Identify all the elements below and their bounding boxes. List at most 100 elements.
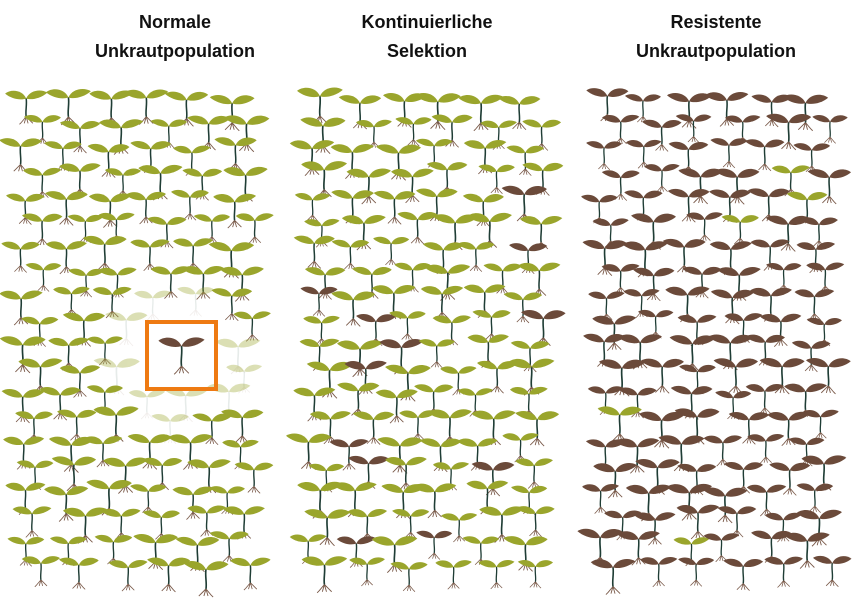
seedling-icon [88,193,132,228]
seedling-icon [330,143,374,180]
seedling-icon [640,556,678,588]
seedling-icon [592,315,637,351]
seedling-icon [108,560,148,592]
seedling-icon [142,510,181,541]
seedling-icon [721,214,759,246]
seedling-icon [723,558,764,591]
seedling-icon [806,262,845,294]
seedling-icon [133,533,178,571]
seedling-icon [51,456,97,493]
seedling-icon [83,436,123,468]
seedling-icon [309,411,351,445]
seedling-icon [751,530,793,564]
seedling-icon [192,413,232,446]
seedling-icon [807,169,851,205]
seedling-icon [794,289,835,322]
seedling-icon [220,266,264,302]
seedling-icon [48,436,94,473]
seedling-icon [472,309,511,341]
panel-normal-population [0,88,274,598]
seedling-icon [793,143,831,173]
seedling-icon [213,193,257,229]
seedling-icon [630,213,676,250]
seedling-icon [21,556,61,588]
seedling-icon [724,313,763,344]
seedling-icon [331,291,376,327]
seedling-icon [338,95,382,130]
seedling-icon [92,286,132,319]
seedling-icon [634,512,676,546]
seedling-icon [597,406,642,443]
seedling-icon [686,212,723,242]
seedling-icon [208,241,255,279]
seedling-icon [25,262,62,292]
seedling-icon [521,309,566,346]
seedling-icon [503,536,548,572]
seedling-icon [479,506,525,543]
seedling-icon [766,113,812,151]
seedling-icon [518,262,561,297]
seedling-icon [58,557,99,590]
seedling-icon [211,288,253,322]
seedling-icon [678,557,715,587]
seedling-icon [590,558,636,595]
seedling-icon [462,193,504,228]
seedling-icon [12,506,52,538]
panel-title-line: Unkrautpopulation [95,41,255,61]
seedling-icon [173,238,214,271]
seedling-icon [760,313,802,347]
seedling-icon [483,263,522,295]
seedling-icon [415,138,453,169]
seedling-icon [171,189,209,221]
seedling-icon [638,309,674,339]
panel-title-line: Resistente [670,12,762,32]
seedling-icon [617,531,660,566]
seedling-icon [24,114,61,145]
seedling-icon [502,433,539,463]
seedling-icon [87,143,130,178]
seedling-icon [801,455,847,492]
seedling-icon [223,115,270,153]
seedling-icon [588,291,625,321]
seedling-icon [601,263,640,295]
seedling-icon [747,188,790,223]
seedling-icon [303,315,340,346]
seedling-icon [744,139,785,172]
panel-title-resistant: Resistente Unkrautpopulation [586,8,846,66]
seedling-icon [413,483,457,519]
seedling-icon [230,557,271,591]
seedling-icon [642,119,682,152]
seedling-icon [385,456,427,491]
seedling-icon [796,483,834,513]
seedling-icon [93,358,140,396]
seedling-icon [418,339,455,369]
seedling-icon [425,264,471,301]
seedling-icon [710,138,748,169]
seedling-icon [717,506,757,538]
seedling-icon [498,95,541,131]
seedling-icon [45,191,88,226]
seedling-icon [300,117,346,154]
seedling-icon [105,312,148,347]
seedling-icon [420,285,464,321]
seedling-icon [130,140,172,174]
seedling-icon [508,358,555,396]
seedling-icon [675,114,712,144]
seedling-icon [713,358,759,395]
seedling-icon [615,438,660,474]
seedling-icon [104,168,142,198]
seedling-icon [329,439,369,471]
seedling-icon [147,557,191,593]
panel-title-line: Normale [138,12,212,32]
seedling-icon [467,212,512,249]
seedling-icon [53,286,90,317]
seedling-icon [373,236,410,266]
seedling-icon [301,556,348,594]
seedling-icon [134,290,172,321]
seedling-icon [598,359,645,397]
seedling-icon [592,218,629,248]
seedling-icon [297,87,343,125]
seedling-icon [59,120,101,154]
seedling-icon [601,170,640,201]
seedling-icon [0,290,43,326]
